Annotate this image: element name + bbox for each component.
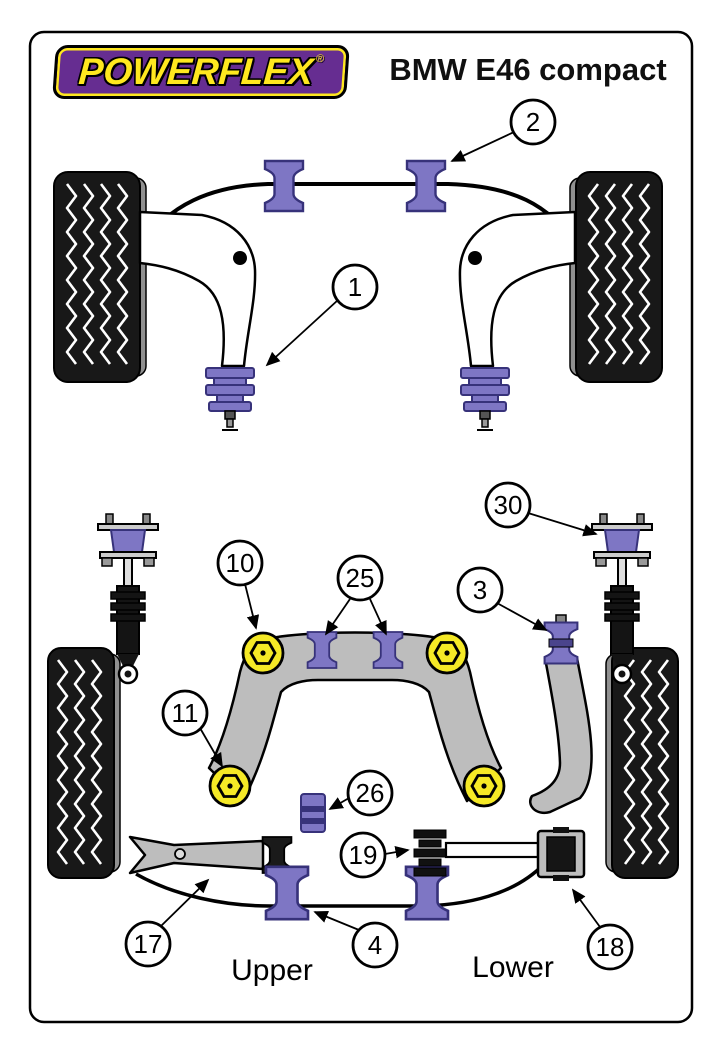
svg-text:25: 25: [346, 563, 375, 593]
front-right-arm-bushing: [460, 367, 510, 431]
upper-arm-bolt-hole: [174, 848, 186, 860]
callout-1: 1: [265, 263, 379, 367]
section-labels: Upper Lower: [231, 951, 554, 987]
svg-text:2: 2: [526, 107, 540, 137]
callout-26: 26: [328, 769, 394, 817]
upper-label: Upper: [231, 954, 313, 987]
callout-18: 18: [571, 888, 634, 971]
callout-30-circle: [484, 481, 532, 529]
callout-3-circle: [456, 566, 504, 614]
subframe-front-left-bushing: [241, 631, 285, 675]
rear-left-tire: [46, 646, 122, 880]
svg-text:1: 1: [348, 272, 362, 302]
subframe-rear-left-bushing: [208, 764, 252, 808]
rear-arb-bushing-left: [264, 865, 310, 921]
svg-text:19: 19: [349, 840, 378, 870]
front-left-arm-pivot: [233, 251, 247, 265]
rear-suspension: [46, 512, 680, 921]
front-right-tire: [568, 170, 664, 384]
front-suspension: [52, 159, 664, 431]
svg-text:4: 4: [368, 930, 382, 960]
page-border: [28, 30, 694, 1024]
rear-anti-roll-bar: [135, 862, 546, 908]
callouts: 2 1 30 10 25 3: [124, 98, 634, 971]
subframe-rear-right-bushing: [462, 764, 506, 808]
bracket-bushing-band: [548, 638, 574, 648]
callout-10: 10: [216, 539, 264, 630]
callout-17-circle: [124, 920, 172, 968]
front-left-control-arm: [138, 210, 257, 368]
svg-text:11: 11: [172, 698, 199, 728]
callout-26-circle: [346, 769, 394, 817]
callout-25: 25: [324, 554, 387, 636]
lower-label: Lower: [472, 951, 554, 984]
callout-4: 4: [313, 910, 399, 969]
callout-2-circle: [509, 98, 557, 146]
callout-19: 19: [339, 831, 410, 879]
callout-25-circle: [336, 554, 384, 602]
callout-30: 30: [484, 481, 598, 537]
lower-arm-outer-bushing: [536, 827, 586, 881]
callout-1-circle: [331, 263, 379, 311]
callout-10-circle: [216, 539, 264, 587]
inner-arm-bushing: [300, 793, 326, 833]
svg-text:10: 10: [226, 548, 255, 578]
svg-text:18: 18: [596, 932, 625, 962]
callout-17: 17: [124, 878, 210, 968]
callout-4-circle: [351, 921, 399, 969]
trailing-arm-bracket: [529, 656, 593, 815]
lower-arm-ribbed-bushing: [413, 829, 447, 877]
callout-3: 3: [456, 566, 548, 631]
page-title: BMW E46 compact: [389, 52, 667, 87]
callout-11: 11: [161, 689, 223, 768]
callout-2: 2: [450, 98, 557, 162]
svg-text:30: 30: [494, 490, 523, 520]
callout-19-circle: [339, 831, 387, 879]
callout-11-circle: [161, 689, 209, 737]
callout-18-circle: [586, 923, 634, 971]
svg-text:26: 26: [356, 778, 385, 808]
lower-arm-rod: [444, 841, 540, 859]
front-left-tire: [52, 170, 148, 384]
subframe-front-right-bushing: [425, 631, 469, 675]
front-right-control-arm: [458, 210, 577, 368]
upper-control-arm: [128, 835, 265, 875]
front-left-arm-bushing: [205, 367, 255, 431]
front-right-arm-pivot: [468, 251, 482, 265]
svg-text:17: 17: [134, 929, 163, 959]
svg-text:3: 3: [473, 575, 487, 605]
